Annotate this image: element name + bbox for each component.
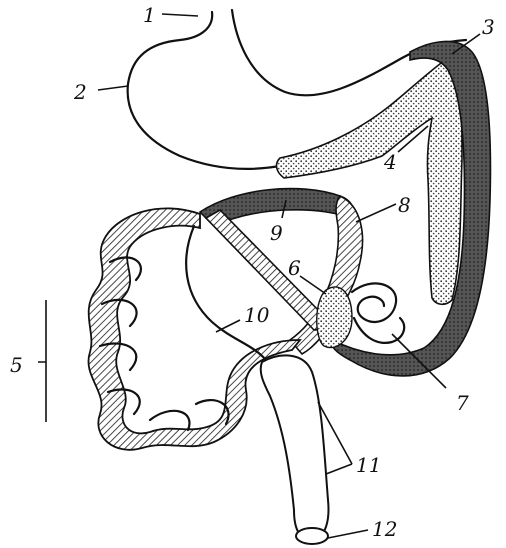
label-1: 1 [143,3,156,27]
label-7: 7 [456,391,469,415]
label-11: 11 [356,453,381,477]
hooked-segment [352,283,404,342]
label-10: 10 [244,303,270,327]
label-4: 4 [383,150,397,174]
label-2: 2 [73,80,87,104]
leader-6 [300,276,326,294]
label-9: 9 [270,221,283,245]
leader-2 [98,86,128,90]
label-5: 5 [10,353,23,377]
bracket-5 [38,300,46,422]
tube-opening [296,528,328,544]
lower-tube [261,355,329,540]
label-3: 3 [482,15,495,39]
label-8: 8 [398,193,411,217]
leader-1 [162,14,198,16]
dotted-oval [317,287,352,348]
leader-8 [356,204,396,222]
dotted-region [277,52,462,304]
leader-10 [216,320,240,332]
label-12: 12 [372,517,397,541]
coiled-intestine [88,208,300,449]
leader-12 [328,530,368,538]
label-6: 6 [288,256,301,280]
